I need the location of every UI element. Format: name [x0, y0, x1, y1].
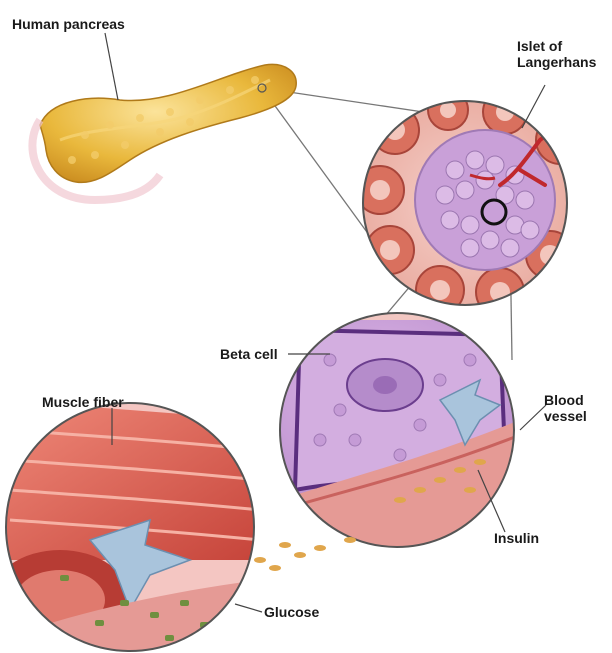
label-blood-vessel: Blood vessel	[544, 392, 587, 424]
leader-pancreas	[105, 33, 118, 100]
muscle-fiber-circle	[0, 400, 260, 653]
label-beta-cell: Beta cell	[220, 346, 278, 362]
label-human-pancreas: Human pancreas	[12, 16, 125, 32]
pancreas-illustration	[32, 64, 296, 200]
beta-cell-circle	[280, 313, 520, 560]
islet-circle	[356, 90, 584, 316]
label-muscle-fiber: Muscle fiber	[42, 394, 124, 410]
label-insulin: Insulin	[494, 530, 539, 546]
zoom-line	[262, 88, 380, 250]
label-islet-of-langerhans: Islet of Langerhans	[517, 38, 596, 70]
leader-blood-vessel	[520, 405, 546, 430]
label-glucose: Glucose	[264, 604, 319, 620]
leader-glucose	[235, 604, 262, 612]
insulin-particles	[254, 537, 356, 571]
leader-islet	[522, 85, 545, 128]
